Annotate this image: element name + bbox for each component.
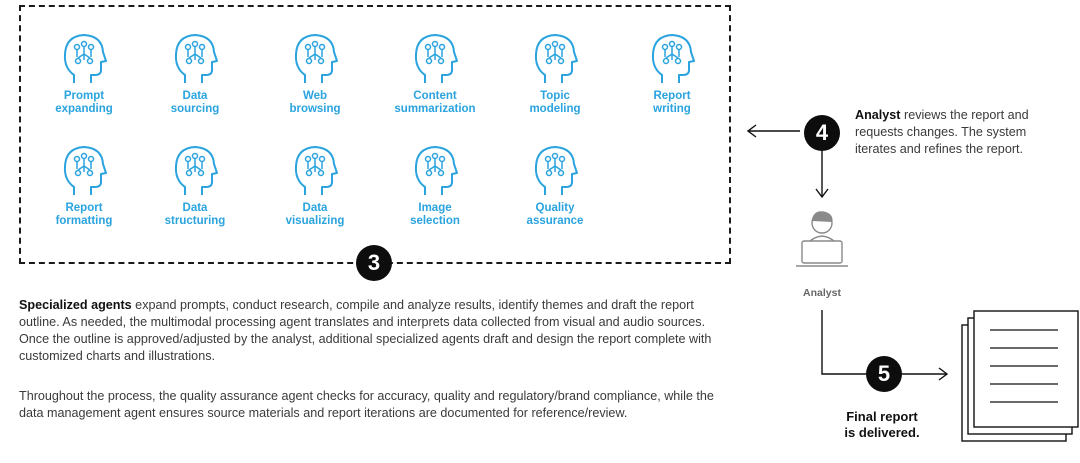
agent-label: Content summarization [394,90,476,115]
agent-web-browsing: Web browsing [250,30,380,116]
specialized-agents-paragraph: Specialized agents expand prompts, condu… [19,297,719,365]
agent-label: Quality assurance [526,202,584,227]
final-report-label: Final report is delivered. [844,409,920,440]
agent-label: Data sourcing [170,90,220,115]
arrow-to-report [821,310,947,375]
step-3-badge: 3 [356,245,392,281]
head-network-icon [19,142,149,198]
agent-label: Report writing [653,90,691,115]
analyst-note-bold: Analyst [855,108,901,122]
agent-data-sourcing: Data sourcing [130,30,260,116]
agent-report-writing: Report writing [607,30,737,116]
head-network-icon [490,30,620,86]
step-4-badge: 4 [804,115,840,151]
head-network-icon [130,30,260,86]
quality-assurance-paragraph: Throughout the process, the quality assu… [19,388,719,422]
agent-report-formatting: Report formatting [19,142,149,228]
agent-content-summarization: Content summarization [370,30,500,116]
agent-label: Web browsing [289,90,341,115]
agent-data-structuring: Data structuring [130,142,260,228]
analyst-icon [796,211,848,267]
paragraph1-bold: Specialized agents [19,298,132,312]
agent-label: Prompt expanding [55,90,113,115]
head-network-icon [250,30,380,86]
head-network-icon [19,30,149,86]
report-stack-icon [961,310,1079,442]
agent-label: Report formatting [55,202,113,227]
analyst-note-text: reviews the report and requests changes.… [855,108,1029,156]
head-network-icon [370,30,500,86]
paragraph1-text: expand prompts, conduct research, compil… [19,298,712,363]
analyst-review-note: Analyst reviews the report and requests … [855,107,1070,158]
agent-image-selection: Image selection [370,142,500,228]
head-network-icon [490,142,620,198]
agent-topic-modeling: Topic modeling [490,30,620,116]
head-network-icon [130,142,260,198]
agent-prompt-expanding: Prompt expanding [19,30,149,116]
head-network-icon [250,142,380,198]
analyst-label: Analyst [803,287,841,299]
agent-data-visualizing: Data visualizing [250,142,380,228]
agent-label: Data structuring [164,202,226,227]
agent-label: Image selection [410,202,460,227]
agent-quality-assurance: Quality assurance [490,142,620,228]
head-network-icon [370,142,500,198]
agent-label: Data visualizing [285,202,345,227]
paragraph2-text: Throughout the process, the quality assu… [19,389,714,420]
agent-label: Topic modeling [529,90,581,115]
step-5-badge: 5 [866,356,902,392]
head-network-icon [607,30,737,86]
